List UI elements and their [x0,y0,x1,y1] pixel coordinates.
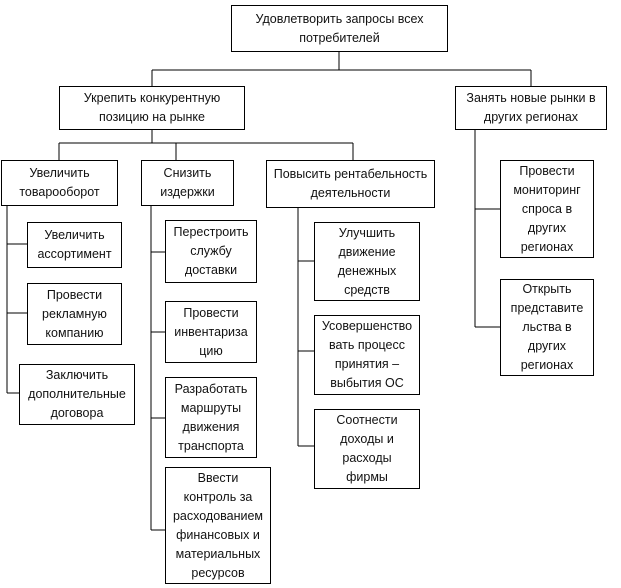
task-box: Открыть представите льства в других реги… [500,279,594,376]
task-box: Провести рекламную компанию [27,283,122,345]
task-box: Провести мониторинг спроса в других реги… [500,160,594,258]
task-box: Разработать маршруты движения транспорта [165,377,257,458]
task-box: Увеличить ассортимент [27,222,122,268]
task-box: Усовершенство вать процесс принятия – вы… [314,315,420,395]
task-box: Перестроить службу доставки [165,220,257,283]
task-box: Провести инвентариза цию [165,301,257,363]
task-box: Улучшить движение денежных средств [314,222,420,301]
goal-markets-box: Занять новые рынки в других регионах [455,86,607,130]
goal-turnover-box: Увеличить товарооборот [1,160,118,206]
task-box: Ввести контроль за расходованием финансо… [165,467,271,584]
task-box: Заключить дополнительные договора [19,364,135,425]
root-goal-box: Удовлетворить запросы всех потребителей [231,5,448,52]
goal-compete-box: Укрепить конкурентную позицию на рынке [59,86,245,130]
goal-profit-box: Повысить рентабельность деятельности [266,160,435,208]
task-box: Соотнести доходы и расходы фирмы [314,409,420,489]
goal-costs-box: Снизить издержки [141,160,234,206]
